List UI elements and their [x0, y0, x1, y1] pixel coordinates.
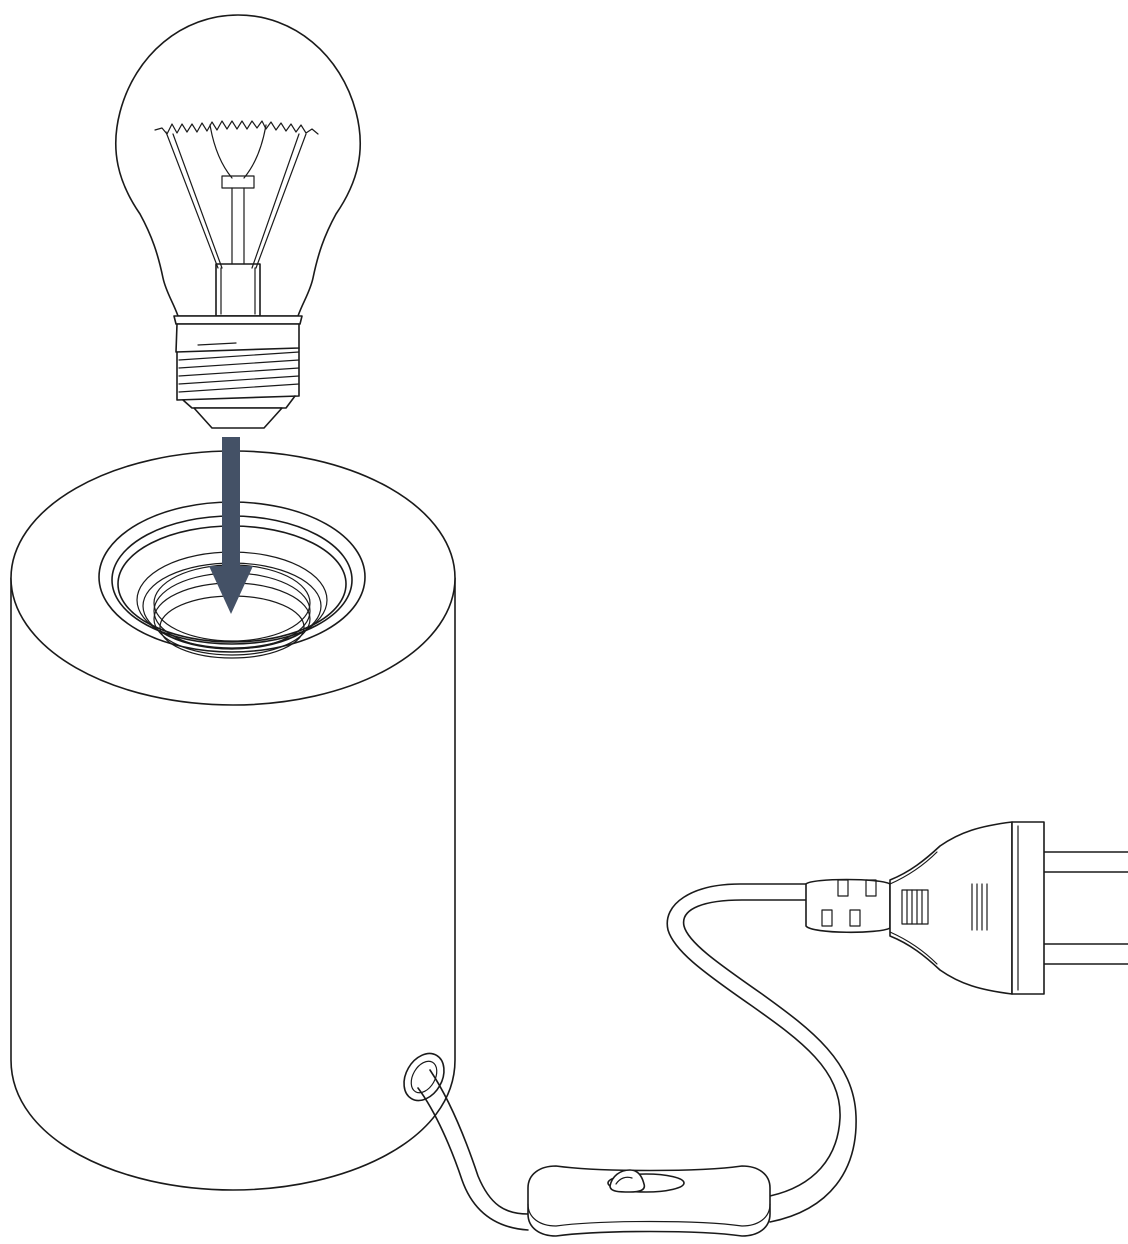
- strain-relief-ribs: [821, 879, 877, 927]
- power-cord: [417, 883, 857, 1231]
- insert-arrow-head: [209, 566, 253, 614]
- power-plug: [805, 821, 1128, 995]
- bulb-filament: [154, 120, 319, 269]
- rocker-switch-icon: [607, 1169, 685, 1193]
- light-bulb: [114, 14, 362, 429]
- insert-arrow-shaft: [222, 437, 240, 579]
- bulb-screw-base: [173, 315, 303, 429]
- inline-switch: [527, 1165, 771, 1237]
- plug-prongs: [1039, 851, 1128, 965]
- insert-arrow: [209, 437, 253, 614]
- lamp-base: [10, 450, 456, 1191]
- grip-lines-icon: [901, 883, 988, 931]
